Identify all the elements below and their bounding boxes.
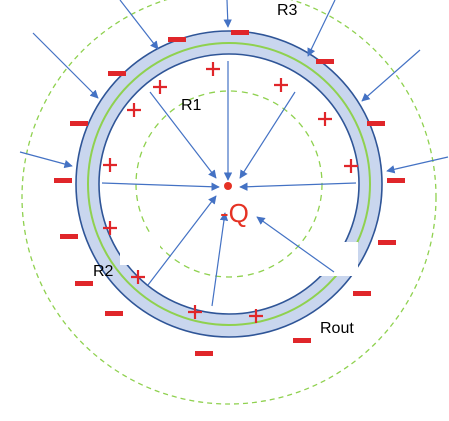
minus-sign — [108, 71, 126, 76]
minus-sign — [54, 178, 72, 183]
gaussian-surface-r2 — [87, 42, 371, 326]
plus-sign — [131, 270, 145, 284]
point-charge — [224, 182, 232, 190]
field-arrow — [361, 49, 421, 102]
minus-sign — [316, 59, 334, 64]
plus-sign — [153, 80, 167, 94]
minus-sign — [105, 311, 123, 316]
plus-sign — [344, 159, 358, 173]
minus-sign — [378, 240, 396, 245]
plus-sign — [318, 112, 332, 126]
field-arrow — [19, 151, 73, 169]
minus-sign — [231, 30, 249, 35]
minus-sign — [293, 338, 311, 343]
r2-label: R2 — [93, 263, 114, 280]
minus-sign — [387, 178, 405, 183]
r3-label: R3 — [277, 2, 298, 19]
field-arrow — [32, 32, 99, 99]
minus-sign — [353, 291, 371, 296]
inner-positive-charges — [103, 62, 358, 323]
field-arrow — [239, 182, 357, 191]
plus-sign — [206, 62, 220, 76]
field-arrow — [149, 91, 217, 179]
plus-sign — [103, 158, 117, 172]
plus-sign — [127, 103, 141, 117]
field-arrow — [307, 0, 336, 57]
field-arrow — [239, 91, 296, 179]
field-arrow — [147, 195, 217, 286]
minus-sign — [367, 121, 385, 126]
plus-sign — [274, 78, 288, 92]
r1-label: R1 — [181, 97, 202, 114]
gaussian-surface-r3 — [21, 0, 437, 405]
field-arrow — [211, 212, 229, 307]
minus-sign — [75, 281, 93, 286]
minus-sign — [168, 37, 186, 42]
outer-field-arrows — [19, 0, 449, 174]
outer-negative-charges — [54, 30, 405, 356]
rout-label: Rout — [320, 320, 354, 337]
field-arrow — [386, 156, 449, 174]
charge-label: -Q — [220, 198, 249, 228]
field-arrow — [101, 182, 220, 191]
white-patch — [320, 242, 358, 276]
white-patch — [120, 235, 160, 265]
plus-sign — [249, 309, 263, 323]
plus-sign — [188, 305, 202, 319]
minus-sign — [60, 234, 78, 239]
minus-sign — [70, 121, 88, 126]
minus-sign — [195, 351, 213, 356]
field-arrow — [223, 0, 232, 28]
field-arrow — [256, 216, 335, 273]
field-arrow — [119, 0, 159, 50]
inner-field-arrows — [101, 61, 357, 307]
plus-sign — [103, 221, 117, 235]
